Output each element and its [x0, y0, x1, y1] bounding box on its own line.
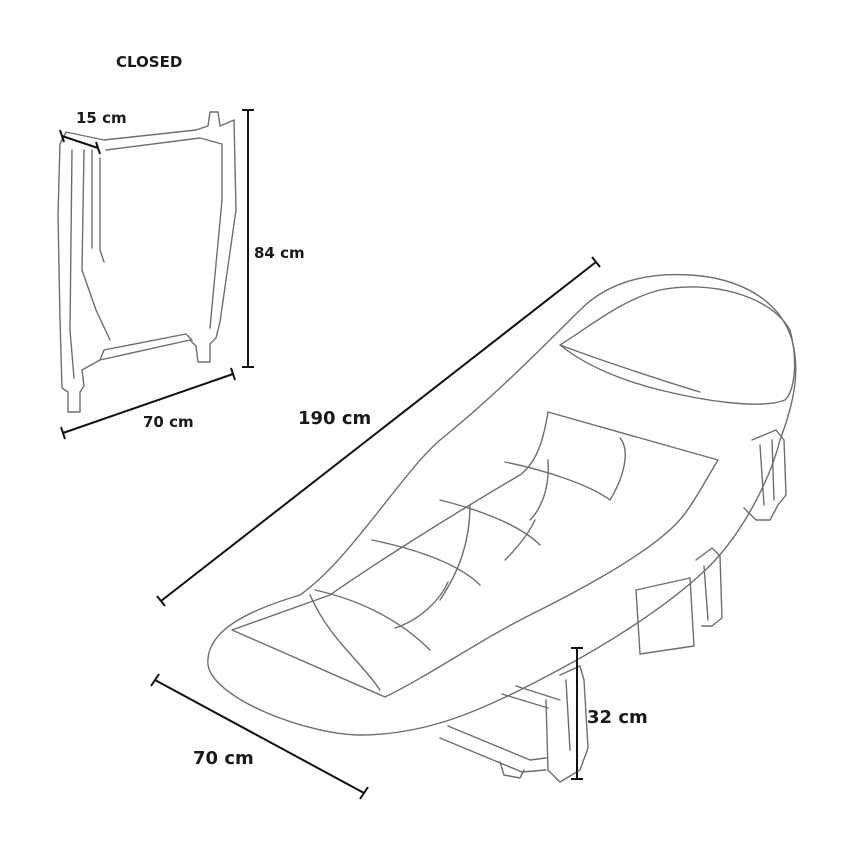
- open-bed-body: [207, 273, 797, 736]
- open-length-dimension: 190 cm: [156, 256, 601, 607]
- open-view: 190 cm 70 cm 32 cm: [150, 256, 797, 800]
- closed-width-label: 70 cm: [143, 413, 194, 431]
- open-length-label: 190 cm: [298, 408, 371, 429]
- open-height-label: 32 cm: [587, 707, 648, 728]
- open-bed-frame: [439, 429, 787, 783]
- open-width-label: 70 cm: [193, 748, 254, 769]
- closed-depth-dimension: 15 cm: [59, 109, 127, 155]
- open-height-dimension: 32 cm: [571, 647, 648, 780]
- closed-height-dimension: 84 cm: [242, 109, 305, 368]
- closed-title: CLOSED: [116, 53, 182, 71]
- closed-view: CLOSED 15 cm 84 cm: [57, 53, 305, 440]
- closed-height-label: 84 cm: [254, 244, 305, 262]
- closed-width-dimension: 70 cm: [60, 367, 236, 440]
- closed-depth-label: 15 cm: [76, 109, 127, 127]
- open-width-dimension: 70 cm: [150, 673, 369, 800]
- folded-bed-drawing: [57, 111, 237, 413]
